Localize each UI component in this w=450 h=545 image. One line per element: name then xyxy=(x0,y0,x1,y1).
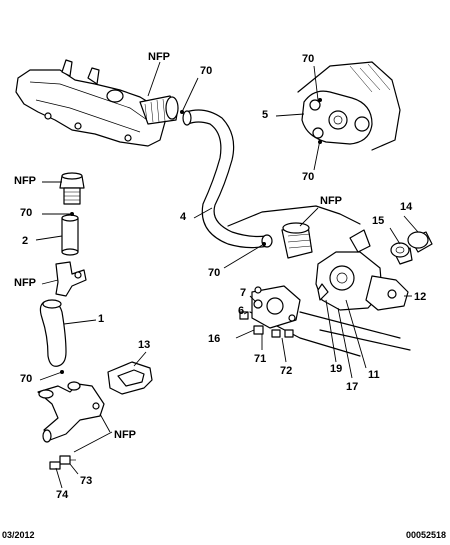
callout-4: 4 xyxy=(180,211,187,223)
footer-date: 03/2012 xyxy=(2,530,35,540)
callout-73: 73 xyxy=(80,475,93,487)
callout-16: 16 xyxy=(208,333,221,345)
callout-nfp-manifold: NFP xyxy=(148,51,170,63)
callout-15: 15 xyxy=(372,215,385,227)
outlet-pipe xyxy=(37,381,105,443)
callout-70-thermo-top: 70 xyxy=(302,53,315,65)
callout-5: 5 xyxy=(262,109,269,121)
callout-1: 1 xyxy=(98,313,105,325)
thermostat-housing-5 xyxy=(297,61,401,151)
reference-dots xyxy=(60,98,322,374)
callout-71: 71 xyxy=(254,353,267,365)
gasket-13 xyxy=(107,361,153,395)
callout-nfp-left-top: NFP xyxy=(14,175,36,187)
water-manifold xyxy=(15,59,179,147)
callout-2: 2 xyxy=(22,235,29,247)
bolts-73-74 xyxy=(49,455,76,470)
callout-70-manifold: 70 xyxy=(200,65,213,77)
callout-70-thermo-bottom: 70 xyxy=(302,171,315,183)
callout-17: 17 xyxy=(346,381,359,393)
callout-14: 14 xyxy=(400,201,413,213)
callout-nfp-lower: NFP xyxy=(114,429,136,441)
sensor-nfp-top xyxy=(59,172,85,205)
callout-6: 6 xyxy=(238,305,245,317)
callout-72: 72 xyxy=(280,365,293,377)
hose-2 xyxy=(61,214,79,256)
y-connector xyxy=(55,261,87,297)
callout-70-left: 70 xyxy=(20,207,33,219)
footer-reference: 00052518 xyxy=(405,530,446,540)
callout-leaders xyxy=(35,61,419,489)
callout-70-lower: 70 xyxy=(20,373,33,385)
callout-nfp-left-mid: NFP xyxy=(14,277,36,289)
callout-11: 11 xyxy=(368,369,380,381)
callout-74: 74 xyxy=(56,489,69,501)
callout-19: 19 xyxy=(330,363,343,375)
callout-nfp-pump: NFP xyxy=(320,195,342,207)
water-pump-assembly xyxy=(227,205,433,357)
callout-7: 7 xyxy=(240,287,247,299)
callout-13: 13 xyxy=(138,339,151,351)
callout-12: 12 xyxy=(414,291,427,303)
hose-1 xyxy=(39,299,67,367)
callout-70-mid: 70 xyxy=(208,267,221,279)
hose-4 xyxy=(182,109,273,249)
